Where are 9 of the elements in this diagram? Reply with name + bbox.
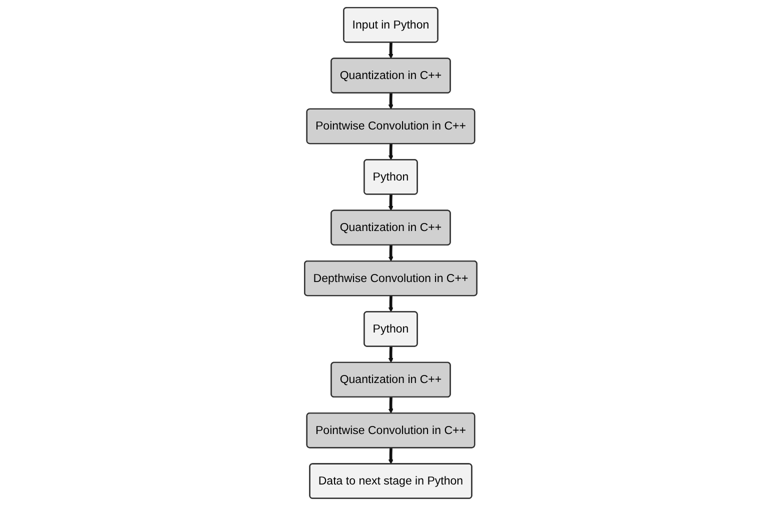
arrow [388, 194, 394, 210]
arrow [388, 42, 394, 58]
arrow [388, 92, 394, 110]
arrow [388, 244, 394, 262]
arrow [388, 447, 394, 464]
arrow [388, 396, 394, 414]
arrow [388, 143, 394, 160]
arrow [388, 295, 394, 312]
arrow [388, 346, 394, 362]
